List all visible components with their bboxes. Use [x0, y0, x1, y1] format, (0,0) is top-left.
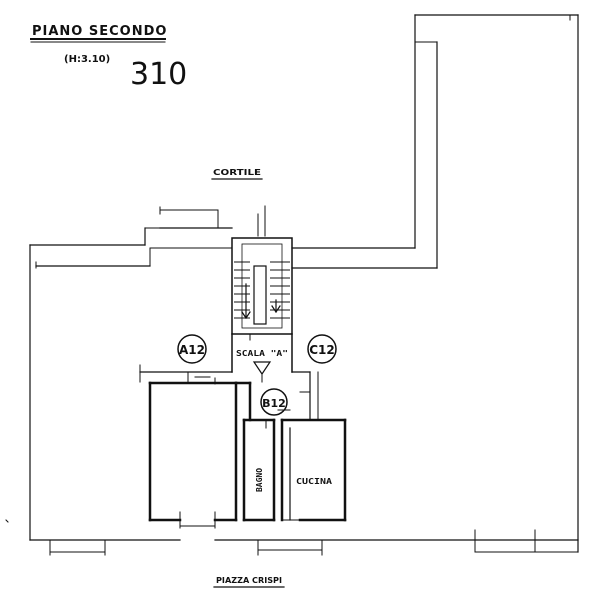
sheet-title: PIANO SECONDO	[32, 24, 167, 39]
stair-treads	[234, 261, 290, 319]
bathroom-label: BAGNO	[255, 468, 264, 492]
building-walls	[5, 14, 579, 556]
unit-tag-center-text: B12	[262, 397, 286, 410]
square-label-group: PIAZZA CRISPI	[213, 576, 285, 588]
unit-tag-left-text: A12	[179, 343, 205, 357]
unit-tag-left: A12	[177, 334, 207, 364]
unit-tag-right-text: C12	[309, 343, 335, 357]
courtyard-label-group: CORTILE	[211, 168, 263, 180]
courtyard-label: CORTILE	[213, 168, 261, 177]
staircase-label: SCALA "A"	[236, 349, 288, 358]
square-label: PIAZZA CRISPI	[216, 576, 282, 585]
unit-tag-right: C12	[307, 334, 337, 364]
kitchen-label: CUCINA	[296, 477, 332, 486]
height-note: (H:3.10)	[64, 54, 110, 65]
sheet-header: PIANO SECONDO (H:3.10) 310	[30, 24, 187, 92]
unit-tag-center: B12	[260, 388, 288, 416]
sheet-number: 310	[130, 57, 187, 92]
